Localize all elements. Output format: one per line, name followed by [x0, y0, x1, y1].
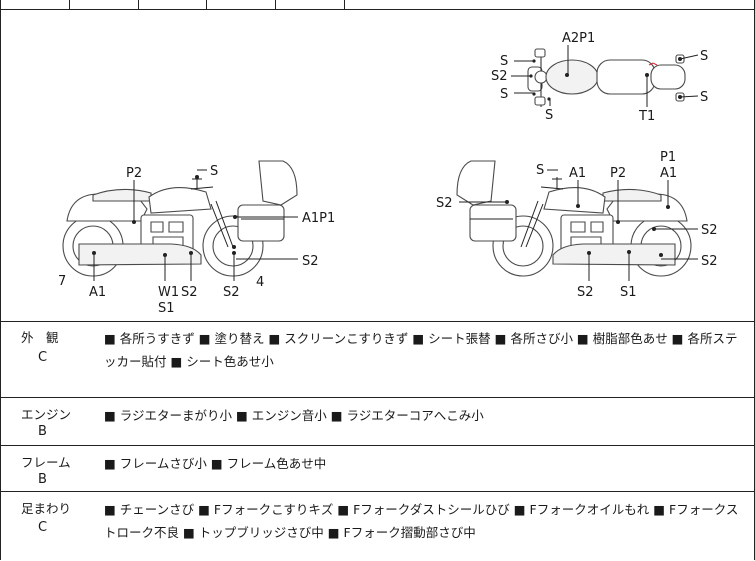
- section-engine: エンジン B ■ ラジエターまがり小 ■ エンジン音小 ■ ラジエターコアへこみ…: [0, 398, 755, 446]
- section-grade: C: [38, 350, 48, 365]
- section-category: 外 観: [21, 330, 59, 345]
- section-items: ■ ラジエターまがり小 ■ エンジン音小 ■ ラジエターコアへこみ小: [104, 408, 484, 423]
- label-top-s2: S2: [491, 69, 508, 84]
- label-right-s2-c: S2: [701, 254, 718, 269]
- section-category: 足まわり: [21, 501, 72, 516]
- label-right-s2-b: S2: [701, 223, 718, 238]
- label-left-s2-b: S2: [181, 285, 198, 300]
- section-grade: B: [38, 472, 47, 487]
- section-grade: B: [38, 424, 47, 439]
- label-top-s-3: S: [545, 108, 553, 123]
- label-right-a1-b: A1: [660, 166, 677, 181]
- section-grade: C: [38, 520, 48, 535]
- damage-diagram: A2P1 S S2 S S S S T1: [0, 9, 755, 322]
- right-side-leaders: [459, 169, 698, 281]
- label-top-t1: T1: [638, 109, 655, 124]
- right-side-bike: [456, 160, 692, 277]
- label-left-p2: P2: [126, 166, 142, 181]
- label-right-s2-d: S2: [577, 285, 594, 300]
- label-left-a1p1: A1P1: [302, 211, 335, 226]
- label-right-a1-a: A1: [569, 166, 586, 181]
- label-top-s-1: S: [500, 54, 508, 69]
- motorcycle-diagram: A2P1 S S2 S S S S T1: [58, 31, 718, 316]
- label-left-s: S: [210, 164, 218, 179]
- label-left-4: 4: [256, 275, 264, 290]
- label-top-s-5: S: [700, 90, 708, 105]
- section-items: ■ 各所うすきず ■ 塗り替え ■ スクリーンこすりきず ■ シート張替 ■ 各…: [104, 331, 738, 369]
- label-top-a2p1: A2P1: [562, 31, 595, 46]
- top-view-bike: [527, 48, 686, 107]
- label-right-p2: P2: [610, 166, 626, 181]
- label-right-s: S: [536, 163, 544, 178]
- section-items: ■ チェーンさび ■ Fフォークこすりキズ ■ Fフォークダストシールひび ■ …: [104, 502, 739, 540]
- label-top-s-4: S: [700, 49, 708, 64]
- label-left-s1: S1: [158, 301, 175, 316]
- section-frame: フレーム B ■ フレームさび小 ■ フレーム色あせ中: [0, 446, 755, 492]
- label-left-s2-a: S2: [302, 254, 319, 269]
- left-side-bike: [62, 160, 298, 277]
- label-left-s2-c: S2: [223, 285, 240, 300]
- label-right-s2-a: S2: [436, 196, 453, 211]
- section-items: ■ フレームさび小 ■ フレーム色あせ中: [104, 456, 327, 471]
- label-right-s1: S1: [620, 285, 637, 300]
- left-side-leaders: [93, 169, 298, 281]
- label-top-s-2: S: [500, 87, 508, 102]
- section-suspension: 足まわり C ■ チェーンさび ■ Fフォークこすりキズ ■ Fフォークダストシ…: [0, 492, 755, 560]
- label-right-p1: P1: [660, 150, 676, 165]
- top-view-leaders: [511, 45, 699, 107]
- section-category: フレーム: [21, 455, 71, 470]
- label-left-7: 7: [58, 274, 66, 289]
- section-exterior: 外 観 C ■ 各所うすきず ■ 塗り替え ■ スクリーンこすりきず ■ シート…: [0, 321, 755, 398]
- label-left-w1: W1: [158, 285, 179, 300]
- label-left-a1: A1: [89, 285, 106, 300]
- section-category: エンジン: [21, 407, 72, 422]
